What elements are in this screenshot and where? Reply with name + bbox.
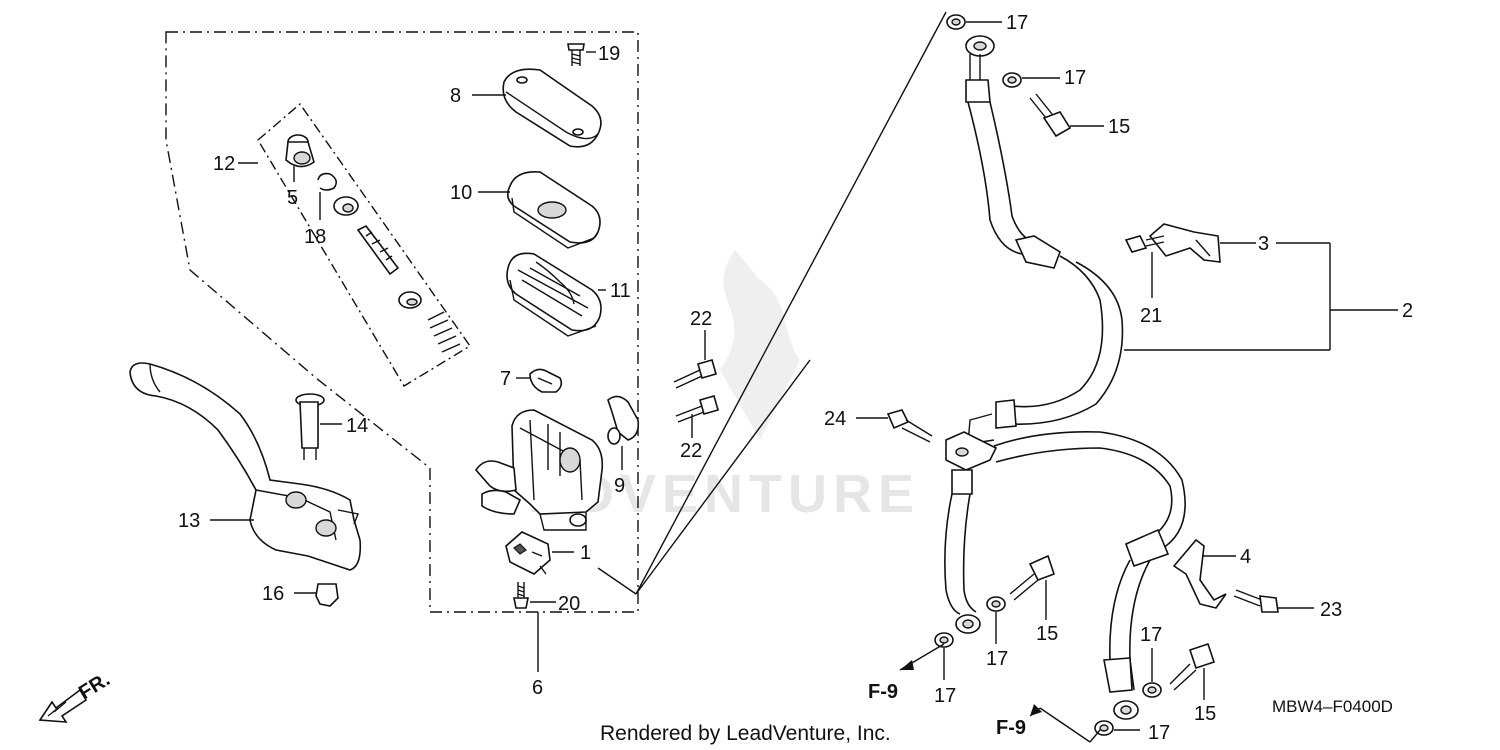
label-13: 13 <box>178 510 200 532</box>
screw-20 <box>513 582 556 609</box>
master-cylinder-frame <box>165 31 639 672</box>
label-15-left: 15 <box>1036 623 1058 645</box>
label-19: 19 <box>598 43 620 65</box>
label-15-right: 15 <box>1194 703 1216 725</box>
banjo-bolt-15-top <box>1029 93 1104 138</box>
f9-arrow-right <box>1029 704 1101 743</box>
banjo-bolt-15-right <box>1169 642 1216 700</box>
bolt-22-upper <box>673 330 717 389</box>
label-17-upper: 17 <box>1064 67 1086 89</box>
label-21: 21 <box>1140 305 1162 327</box>
ref-f9-left: F-9 <box>868 681 898 703</box>
label-1: 1 <box>580 542 591 564</box>
banjo-bolt-15-left <box>1009 554 1056 620</box>
label-10: 10 <box>450 182 472 204</box>
label-6: 6 <box>532 677 543 699</box>
washer-17-left-lower <box>934 632 954 680</box>
part-labels: 19 8 10 11 7 9 1 20 6 12 5 18 14 13 16 2… <box>178 12 1413 744</box>
label-14: 14 <box>346 415 368 437</box>
screw-19 <box>567 43 596 66</box>
label-16: 16 <box>262 583 284 605</box>
label-22-upper: 22 <box>690 308 712 330</box>
assembly-bracket-2 <box>1124 242 1398 351</box>
ref-f9-right: F-9 <box>996 717 1026 739</box>
washer-17-right-mid <box>1142 648 1162 698</box>
label-17-left-mid: 17 <box>986 648 1008 670</box>
label-17-right-mid: 17 <box>1140 624 1162 646</box>
boot-9 <box>607 395 640 470</box>
reservoir-cap-8 <box>472 68 602 148</box>
label-5: 5 <box>287 187 298 209</box>
label-20: 20 <box>558 593 580 615</box>
bolt-23 <box>1233 589 1314 613</box>
front-direction-arrow: FR. <box>38 669 114 723</box>
diaphragm-plate-10 <box>478 170 601 249</box>
diaphragm-11 <box>506 252 606 337</box>
bolt-21 <box>1124 235 1165 298</box>
rendered-by-credit: Rendered by LeadVenture, Inc. <box>600 722 891 745</box>
bolt-24 <box>856 409 933 443</box>
washer-17-left-mid <box>986 596 1006 644</box>
junction-block <box>945 431 998 471</box>
piston-kit-frame <box>238 102 472 387</box>
label-7: 7 <box>500 368 511 390</box>
nut-16 <box>294 583 339 607</box>
washer-17-bottom <box>1094 720 1140 736</box>
clamp-3 <box>1148 223 1221 263</box>
label-9: 9 <box>614 475 625 497</box>
master-cylinder-body <box>474 409 604 531</box>
cap-5 <box>285 134 315 182</box>
connection-lines <box>597 11 947 595</box>
f9-arrow-left <box>899 643 945 671</box>
label-24: 24 <box>824 408 846 430</box>
label-15-top: 15 <box>1108 116 1130 138</box>
circlip-18 <box>317 172 338 220</box>
label-11: 11 <box>610 280 631 302</box>
brake-lever-13 <box>129 362 362 571</box>
diagram-code: MBW4–F0400D <box>1272 697 1393 716</box>
label-18: 18 <box>304 226 326 248</box>
washer-17-top <box>946 14 1002 30</box>
clip-7 <box>516 368 563 393</box>
label-2: 2 <box>1402 300 1413 322</box>
upper-brake-hose <box>965 35 1124 445</box>
label-17-top: 17 <box>1006 12 1028 34</box>
washer-17-upper-right <box>1002 72 1060 88</box>
label-17-bottom: 17 <box>1148 722 1170 744</box>
label-22-lower: 22 <box>680 440 702 462</box>
pivot-bolt-14 <box>295 393 342 460</box>
right-caliper-hose <box>993 430 1186 720</box>
piston-components <box>333 196 461 353</box>
switch-1 <box>505 531 574 575</box>
left-caliper-hose <box>944 469 981 634</box>
reference-labels: F-9 F-9 <box>868 681 1026 739</box>
label-3: 3 <box>1258 233 1269 255</box>
label-23: 23 <box>1320 599 1342 621</box>
bolt-22-lower <box>675 395 719 438</box>
label-8: 8 <box>450 85 461 107</box>
clamp-4 <box>1172 538 1236 609</box>
label-4: 4 <box>1240 546 1251 568</box>
label-17-left-lower: 17 <box>934 685 956 707</box>
label-12: 12 <box>213 153 235 175</box>
